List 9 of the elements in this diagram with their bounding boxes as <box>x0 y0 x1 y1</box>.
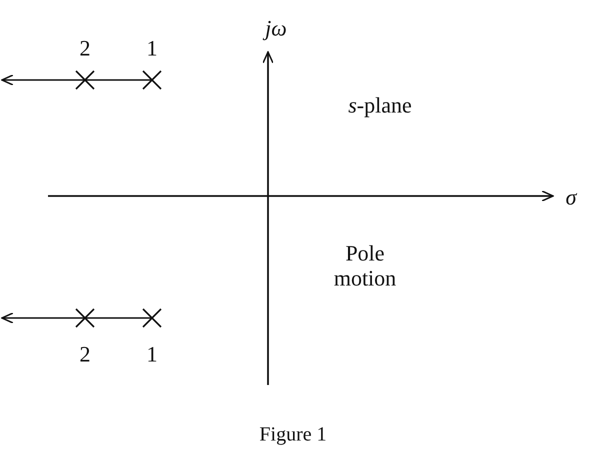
pole-number: 2 <box>80 35 90 61</box>
figure-caption: Figure 1 <box>259 424 327 446</box>
pole-number: 1 <box>146 341 158 367</box>
axis-label: σ <box>566 184 576 210</box>
annotation-text: Pole motion <box>332 240 398 292</box>
pole-number: 2 <box>80 341 90 367</box>
plane-label: s-plane <box>348 92 412 118</box>
pole-number: 1 <box>146 35 158 61</box>
axis-label: jω <box>265 15 287 41</box>
